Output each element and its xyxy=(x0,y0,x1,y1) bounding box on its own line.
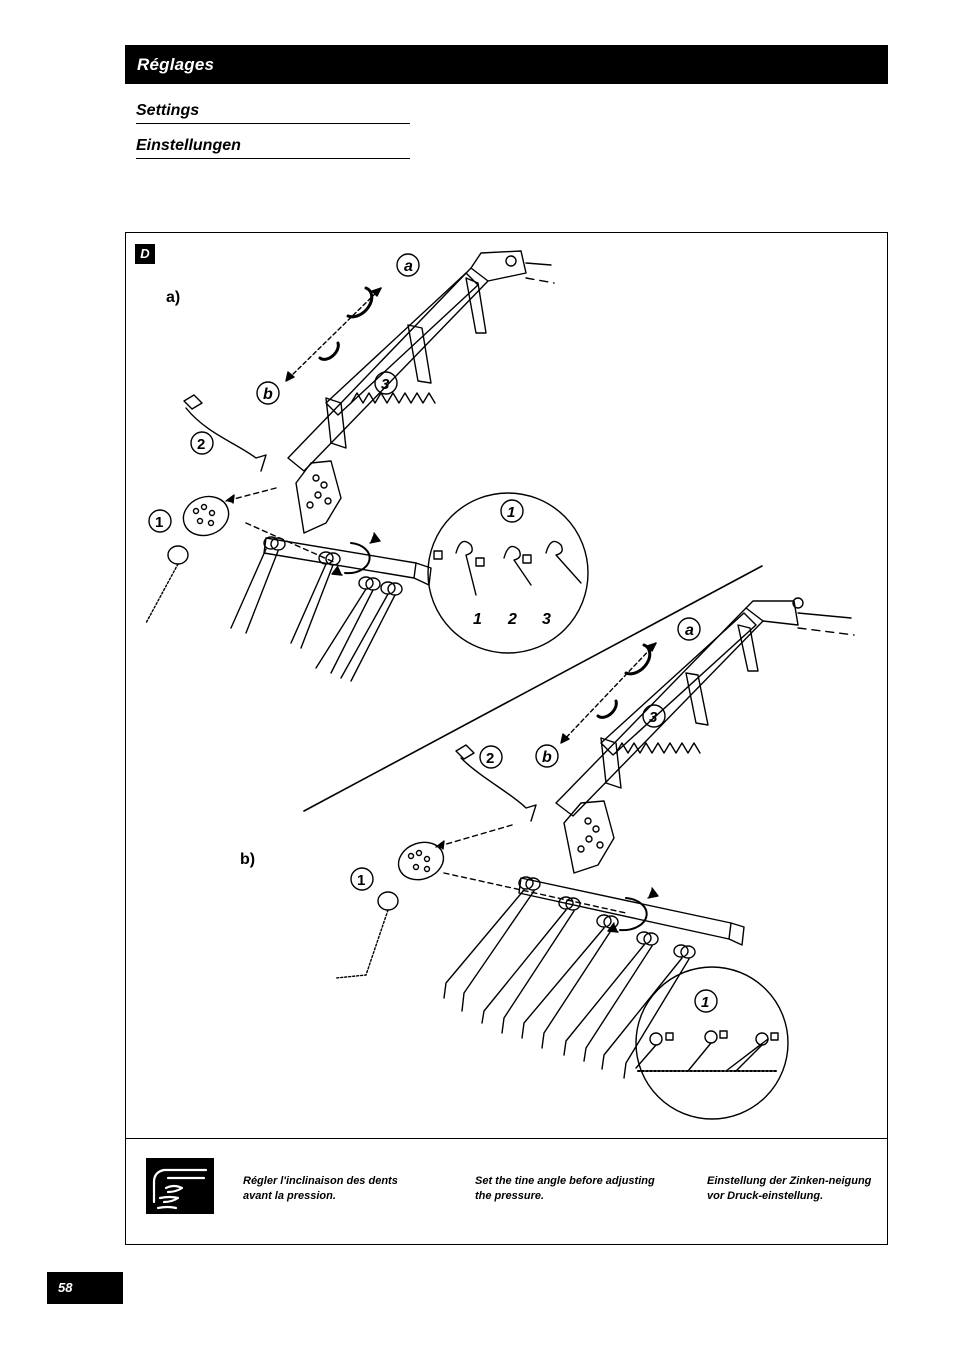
page-number: 58 xyxy=(58,1280,73,1295)
callout-2-top: 2 xyxy=(197,436,205,453)
spring-a xyxy=(350,392,436,404)
note-english: Set the tine angle before adjusting the … xyxy=(475,1175,655,1202)
tine-adjustment-illustration: a b 3 2 1 1 1 2 3 a) a 3 b 2 xyxy=(145,250,855,1120)
section-title: Réglages xyxy=(137,55,215,74)
part-a-label: a) xyxy=(166,289,180,306)
figure-frame: D xyxy=(125,232,888,1245)
subtitle-english: Settings xyxy=(136,102,410,124)
pointing-hand-icon xyxy=(146,1158,214,1214)
position-2: 2 xyxy=(507,611,517,628)
callout-3-bottom: 3 xyxy=(649,709,658,726)
callouts: a b 3 2 1 1 1 2 3 a) a 3 b 2 xyxy=(148,253,718,1013)
subtitle-german: Einstellungen xyxy=(136,137,410,159)
diagram-part-b xyxy=(335,597,855,1079)
page-number-box: 58 xyxy=(47,1272,123,1304)
inset-circle-a xyxy=(427,492,589,654)
callout-a-bottom: a xyxy=(685,622,694,639)
diagram-part-a xyxy=(145,250,555,682)
callout-1-inset-a: 1 xyxy=(507,504,515,521)
position-3: 3 xyxy=(542,611,551,628)
callout-a-top: a xyxy=(404,258,413,275)
callout-1-inset-b: 1 xyxy=(701,994,709,1011)
note-divider xyxy=(126,1138,887,1139)
callout-2-bottom: 2 xyxy=(486,750,494,767)
callout-b-top: b xyxy=(263,386,273,403)
note-french: Régler l'inclinaison des dents avant la … xyxy=(243,1175,398,1202)
section-header-bar: Réglages xyxy=(125,45,888,84)
inset-circle-b xyxy=(635,966,789,1120)
part-b-label: b) xyxy=(240,851,255,868)
note-german: Einstellung der Zinken-neigung vor Druck… xyxy=(707,1175,872,1202)
callout-3-top: 3 xyxy=(381,376,390,393)
callout-b-bottom: b xyxy=(542,749,552,766)
callout-1-top: 1 xyxy=(155,514,163,531)
figure-tag: D xyxy=(135,244,155,264)
callout-1-bottom: 1 xyxy=(357,872,365,889)
position-1: 1 xyxy=(473,611,482,628)
spring-b xyxy=(615,742,701,754)
